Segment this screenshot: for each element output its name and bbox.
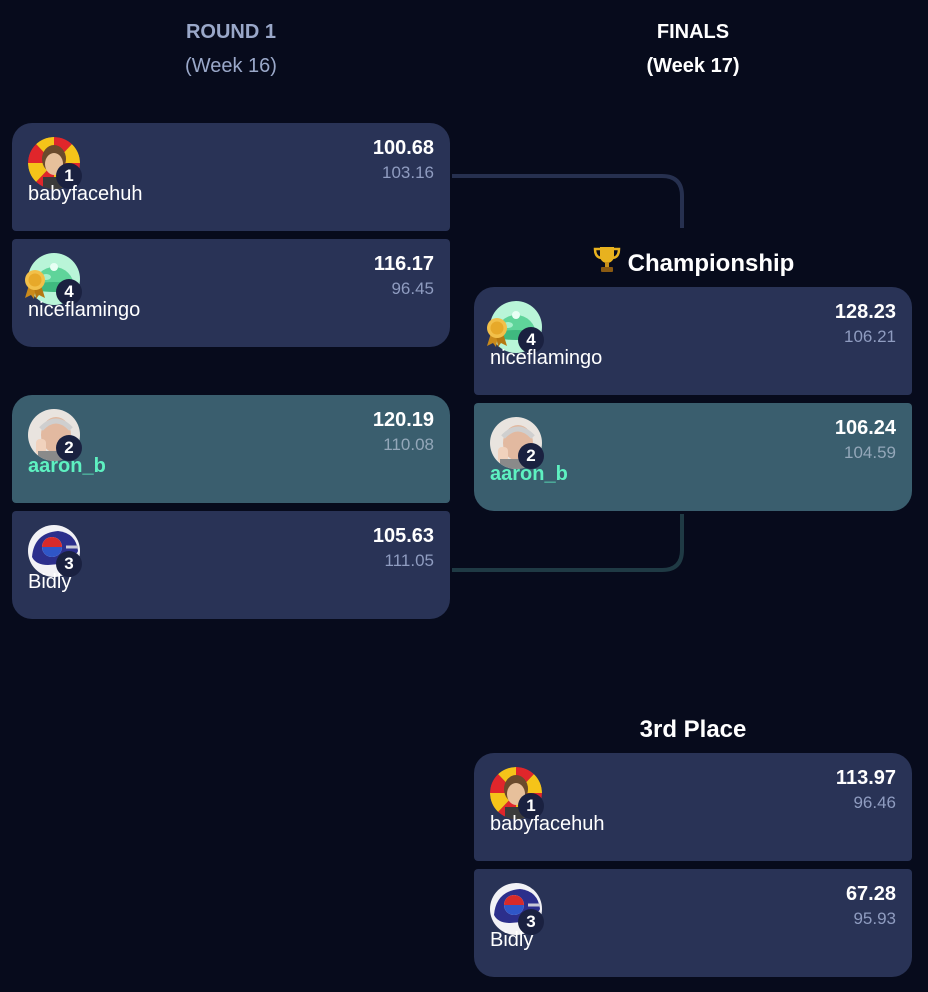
- seed-badge: 4: [518, 327, 544, 353]
- projected-score: 96.46: [853, 793, 896, 812]
- team-avatar-wrap: 4: [487, 301, 544, 353]
- projected-score: 110.08: [383, 435, 434, 454]
- team-avatar-wrap: 2: [28, 409, 82, 461]
- team-name[interactable]: aaron_b: [490, 463, 568, 485]
- team-avatar-wrap: 3: [490, 883, 544, 935]
- seed-badge: 1: [518, 793, 544, 819]
- championship-title: Championship: [627, 250, 795, 277]
- seed-badge: 2: [56, 435, 82, 461]
- seed-badge: 3: [518, 909, 544, 935]
- projected-score: 104.59: [844, 443, 896, 462]
- seed-badge: 2: [518, 443, 544, 469]
- projected-score: 95.93: [853, 909, 896, 928]
- finals-header: FINALS (Week 17): [474, 20, 912, 78]
- team-score: 105.63: [372, 525, 434, 547]
- ribbon-badge-icon: [22, 269, 48, 299]
- team-avatar-wrap: 3: [28, 525, 82, 577]
- round1-header: ROUND 1 (Week 16): [12, 20, 450, 78]
- seed-badge: 3: [56, 551, 82, 577]
- team-name[interactable]: niceflamingo: [28, 299, 141, 321]
- team-avatar-wrap: 1: [490, 767, 544, 819]
- seed-badge: 1: [56, 163, 82, 189]
- team-name[interactable]: aaron_b: [28, 455, 106, 477]
- team-avatar-wrap: 2: [490, 417, 544, 469]
- round1-week: (Week 16): [185, 55, 277, 77]
- projected-score: 96.45: [391, 279, 434, 298]
- team-name[interactable]: babyfacehuh: [28, 183, 143, 205]
- projected-score: 106.21: [844, 327, 896, 346]
- team-score: 106.24: [834, 417, 896, 439]
- team-name[interactable]: Bidly: [28, 571, 72, 593]
- team-avatar-wrap: 1: [28, 137, 82, 189]
- team-score: 113.97: [835, 767, 896, 789]
- finals-week: (Week 17): [646, 55, 740, 77]
- third-place-label: 3rd Place: [639, 716, 747, 743]
- projected-score: 103.16: [382, 163, 434, 182]
- team-score: 120.19: [372, 409, 434, 431]
- team-score: 67.28: [845, 883, 896, 905]
- trophy-icon: [592, 244, 622, 281]
- projected-score: 111.05: [384, 551, 434, 570]
- team-name[interactable]: Bidly: [490, 929, 534, 951]
- team-name[interactable]: babyfacehuh: [490, 813, 605, 835]
- championship-label: Championship: [474, 244, 912, 281]
- team-name[interactable]: niceflamingo: [490, 347, 603, 369]
- team-score: 100.68: [372, 137, 434, 159]
- ribbon-badge-icon: [484, 317, 510, 347]
- team-score: 128.23: [834, 301, 896, 323]
- finals-title: FINALS: [656, 21, 730, 43]
- team-score: 116.17: [373, 253, 434, 275]
- team-avatar-wrap: 4: [25, 253, 82, 305]
- seed-badge: 4: [56, 279, 82, 305]
- round1-title: ROUND 1: [185, 21, 276, 43]
